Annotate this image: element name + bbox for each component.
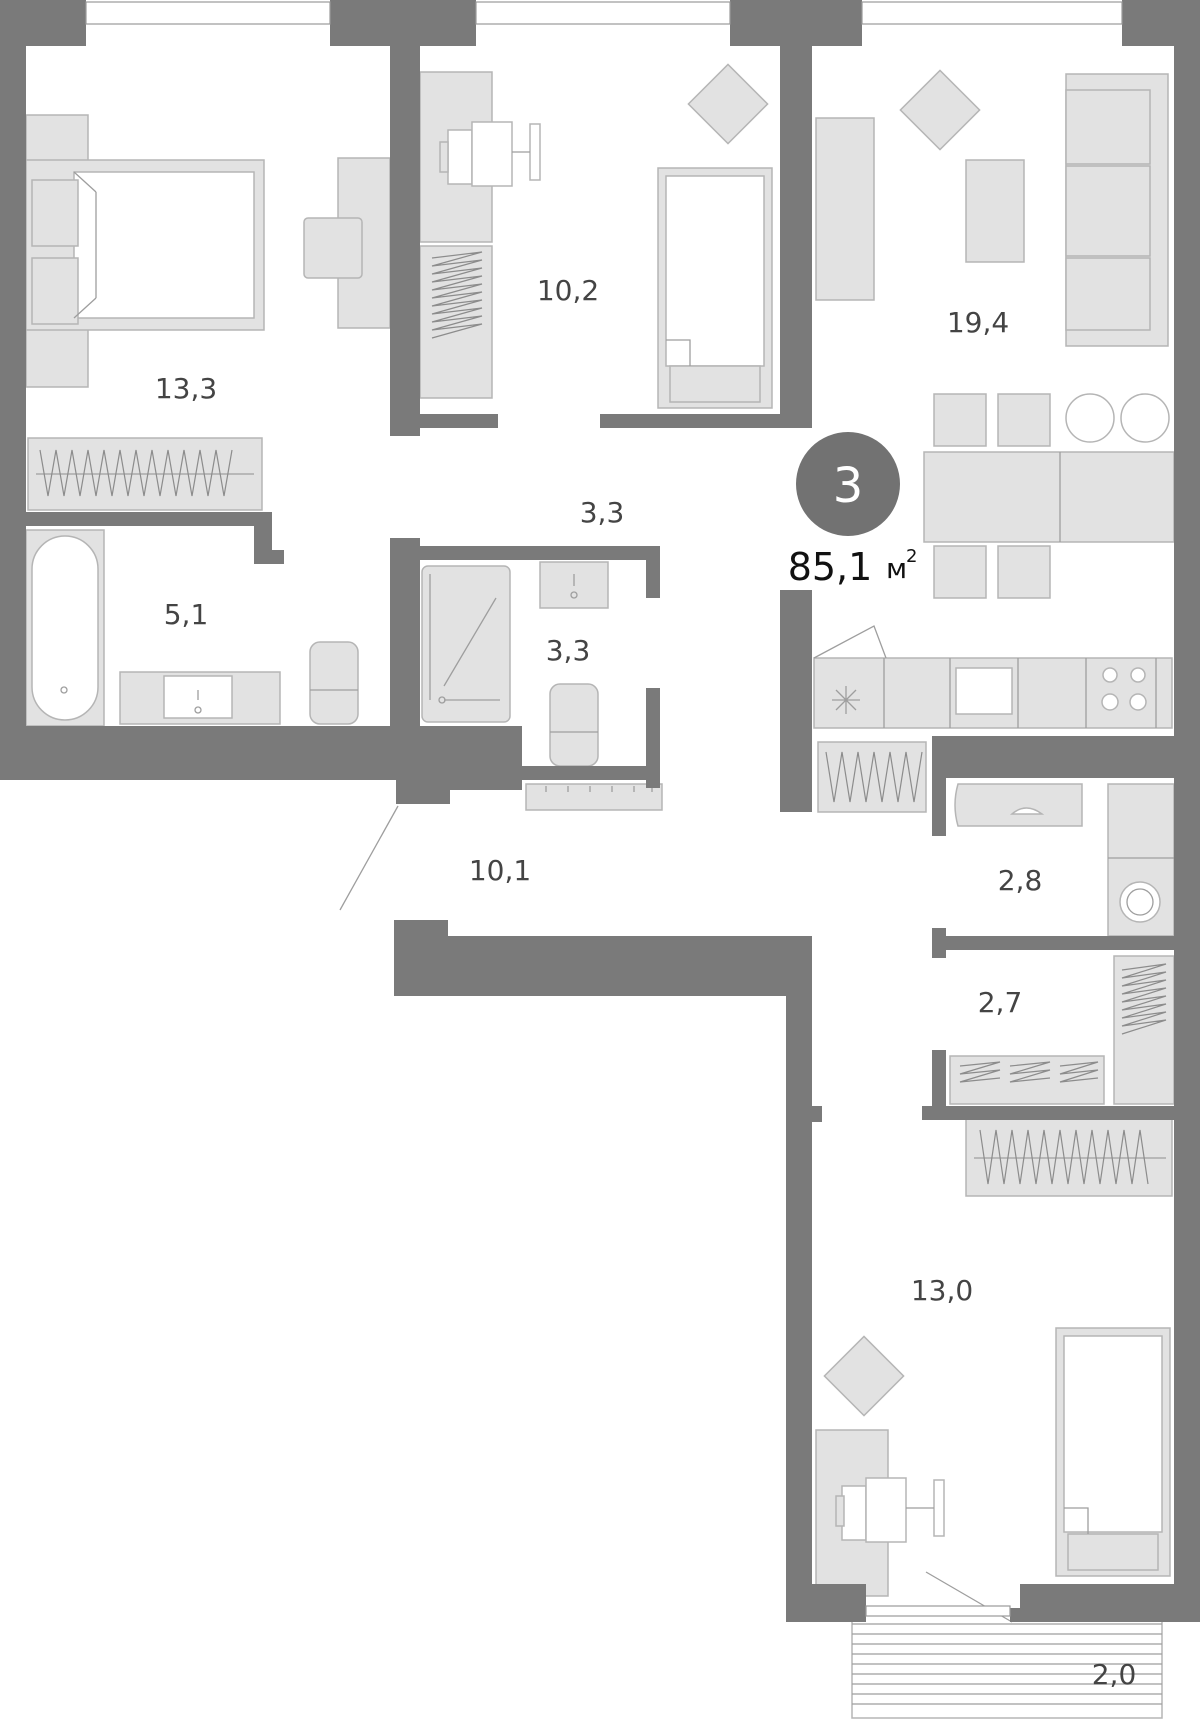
kitchen-counter <box>813 625 1173 729</box>
entrance-door <box>339 805 399 911</box>
double-bed <box>25 114 265 388</box>
tv-stand <box>815 117 875 301</box>
plant-10-2 <box>687 63 769 145</box>
room-area-bathroom: 5,1 <box>164 598 209 631</box>
sofa <box>1065 73 1169 347</box>
total-area-value: 85,1 <box>788 545 873 589</box>
room-area-corridor: 3,3 <box>580 496 625 529</box>
coat-rack <box>525 783 663 811</box>
wardrobe-10-2 <box>419 245 493 399</box>
room-area-shower: 3,3 <box>546 634 591 667</box>
shower <box>421 565 511 723</box>
room-area-bedroom-1: 13,3 <box>155 372 217 405</box>
shelving-2-7 <box>949 955 1175 1105</box>
window-top-2 <box>475 1 731 25</box>
coffee-table <box>965 159 1025 263</box>
ironing-board <box>954 783 1083 827</box>
window-top-3 <box>861 1 1123 25</box>
room-area-bedroom-2: 10,2 <box>537 274 599 307</box>
plant-living <box>899 69 981 151</box>
room-area-laundry: 2,8 <box>998 864 1043 897</box>
total-area-unit: м <box>886 552 907 585</box>
vanity-sink-5-1 <box>119 671 281 725</box>
single-bed-10-2 <box>657 167 773 409</box>
plant-13-0 <box>823 1335 905 1417</box>
room-area-balcony: 2,0 <box>1092 1658 1137 1691</box>
dining-table <box>923 393 1175 599</box>
desk-13-0 <box>815 1429 945 1597</box>
room-area-storage: 2,7 <box>978 986 1023 1019</box>
wardrobe-13-0 <box>965 1117 1173 1197</box>
window-bottom <box>865 1605 1011 1617</box>
total-area: 85,1 м 2 <box>788 545 918 589</box>
wardrobe-bedroom <box>27 437 263 511</box>
washing-machine <box>1107 783 1175 937</box>
desk-with-chair <box>303 157 391 329</box>
toilet-3-3 <box>549 683 599 767</box>
bathtub <box>25 529 105 727</box>
toilet-5-1 <box>309 641 359 725</box>
room-area-hall: 10,1 <box>469 854 531 887</box>
furniture-layer <box>25 63 1175 1719</box>
desk-with-computer <box>419 71 541 243</box>
single-bed-13-0 <box>1055 1327 1171 1577</box>
walls[interactable] <box>0 0 1200 1622</box>
room-labels: 13,3 10,2 19,4 3,3 5,1 3,3 10,1 2,8 2,7 … <box>155 274 1136 1691</box>
rooms-count-badge: 3 <box>796 432 900 536</box>
sink-3-3 <box>539 561 609 609</box>
wardrobe-hall <box>817 741 927 813</box>
room-area-bedroom-3: 13,0 <box>911 1274 973 1307</box>
window-top-1 <box>85 1 331 25</box>
total-area-unit-sup: 2 <box>906 546 917 567</box>
room-area-living: 19,4 <box>947 306 1009 339</box>
rooms-count: 3 <box>833 458 864 514</box>
